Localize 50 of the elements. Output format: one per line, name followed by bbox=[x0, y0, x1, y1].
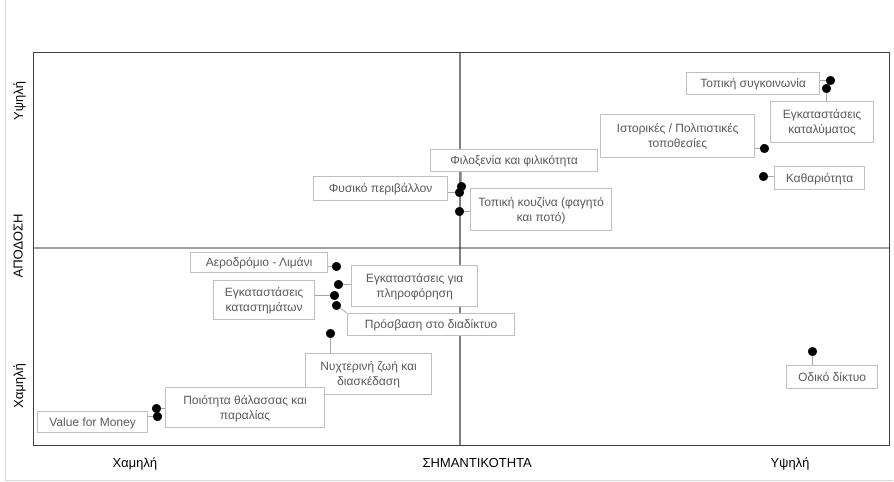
data-point bbox=[760, 144, 769, 153]
data-point bbox=[826, 76, 835, 85]
data-label: Τοπική συγκοινωνία bbox=[686, 72, 820, 95]
data-point bbox=[808, 347, 817, 356]
axis-title: ΑΠΟΔΟΣΗ bbox=[10, 213, 26, 277]
data-label: Τοπική κουζίνα (φαγητό και ποτό) bbox=[470, 188, 612, 231]
data-label: Οδικό δίκτυο bbox=[786, 365, 878, 389]
leader-line bbox=[148, 416, 154, 417]
data-label: Φυσικό περιβάλλον bbox=[313, 176, 448, 201]
leader-line bbox=[328, 266, 332, 267]
data-label: Νυχτερινή ζωή και διασκέδαση bbox=[305, 353, 432, 395]
leader-line bbox=[160, 408, 166, 409]
leader-line bbox=[826, 92, 827, 102]
leader-line bbox=[342, 284, 352, 285]
data-label: Εγκαταστάσεις για πληροφόρηση bbox=[351, 265, 478, 307]
data-label: Ποιότητα θάλασσας και παραλίας bbox=[165, 387, 325, 428]
leader-line bbox=[754, 148, 760, 149]
data-point bbox=[332, 301, 341, 310]
leader-line bbox=[340, 308, 348, 314]
data-point bbox=[330, 291, 339, 300]
data-point bbox=[822, 84, 831, 93]
axis-tick-label: Χαμηλή bbox=[10, 362, 26, 408]
data-label: Αεροδρόμιο - Λιμάνι bbox=[190, 252, 328, 273]
data-point bbox=[759, 172, 768, 181]
data-label: Εγκαταστάσεις καταλύματος bbox=[770, 101, 874, 143]
axis-tick-label: Υψηλή bbox=[770, 454, 810, 470]
data-label: Value for Money bbox=[37, 411, 148, 433]
data-point bbox=[153, 412, 162, 421]
leader-line bbox=[461, 172, 462, 182]
data-point bbox=[152, 404, 161, 413]
axis-tick-label: Χαμηλή bbox=[112, 454, 158, 470]
leader-line bbox=[448, 192, 456, 193]
axis-tick-label: Υψηλή bbox=[10, 80, 26, 120]
data-point bbox=[332, 262, 341, 271]
data-point bbox=[334, 280, 343, 289]
data-point bbox=[326, 329, 335, 338]
data-label: Ιστορικές / Πολιτιστικές τοποθεσίες bbox=[600, 114, 755, 158]
leader-line bbox=[768, 176, 774, 177]
data-point bbox=[455, 188, 464, 197]
leader-line bbox=[464, 211, 470, 212]
axis-title: ΣΗΜΑΝΤΙΚΟΤΗΤΑ bbox=[422, 454, 532, 470]
data-label: Φιλοξενία και φιλικότητα bbox=[430, 149, 598, 172]
data-label: Καθαριότητα bbox=[774, 166, 865, 190]
leader-line bbox=[812, 356, 813, 366]
data-label: Εγκαταστάσεις καταστημάτων bbox=[213, 280, 315, 320]
data-point bbox=[455, 207, 464, 216]
leader-line bbox=[314, 295, 330, 296]
data-label: Πρόσβαση στο διαδίκτυο bbox=[347, 313, 515, 336]
leader-line bbox=[330, 338, 331, 354]
leader-line bbox=[820, 80, 826, 81]
